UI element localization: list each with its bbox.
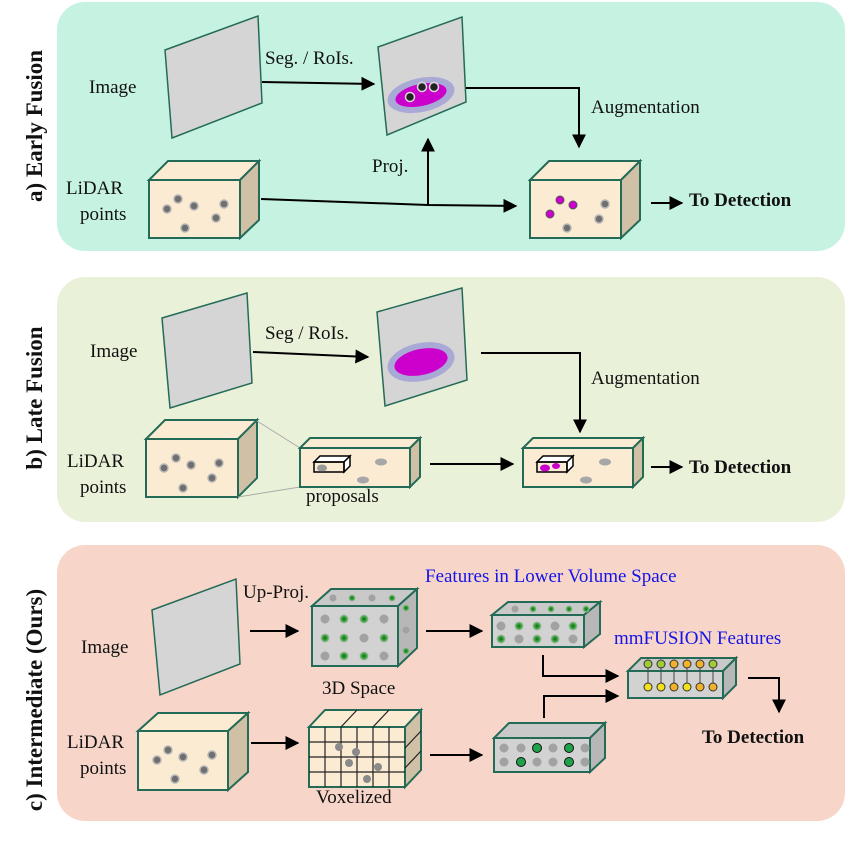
early-augmentation-arrow: [466, 87, 586, 149]
early-image-label: Image: [89, 77, 136, 98]
late-lidar-point: [186, 460, 196, 470]
late-lidar-label-2: points: [80, 477, 126, 498]
intermediate-lidar-point: [152, 755, 162, 765]
intermediate-lower-volume-label: Features in Lower Volume Space: [425, 566, 677, 587]
intermediate-3d-space-label: 3D Space: [322, 678, 395, 699]
late-proposal-point: [357, 476, 369, 484]
early-aug-point: [562, 223, 572, 233]
early-image-plane: [164, 14, 263, 140]
intermediate-lidar-to-fusion-arrow: [543, 689, 620, 718]
panel-late-fusion: b) Late Fusion Image Seg / RoIs. Augment…: [22, 277, 845, 522]
early-seg-label: Seg. / RoIs.: [265, 48, 354, 69]
late-augmented-point: [580, 476, 592, 484]
late-augmentation-arrow: [481, 352, 587, 434]
panel-early-fusion: a) Early Fusion Image Seg. / RoIs. Augme…: [22, 2, 845, 251]
intermediate-output-label: To Detection: [702, 727, 805, 748]
late-proposal-point: [375, 458, 387, 466]
intermediate-image-feature-points: [496, 605, 590, 644]
late-lidar-point: [207, 473, 217, 483]
intermediate-lidar-point: [163, 745, 173, 755]
intermediate-lidar-point: [207, 750, 217, 760]
late-image-plane: [161, 292, 253, 409]
intermediate-lidar-label-1: LiDAR: [67, 732, 124, 753]
late-zoom-guide: [237, 486, 301, 498]
early-aug-point: [594, 214, 604, 224]
early-fusion-title: a) Early Fusion: [22, 50, 47, 202]
intermediate-lidar-box: [135, 710, 251, 793]
early-seg-point: [404, 91, 416, 103]
late-zoom-guide: [256, 420, 301, 449]
late-seg-object: [394, 348, 448, 376]
early-seg-arrow: [261, 76, 376, 91]
early-aug-point: [600, 199, 610, 209]
early-lidar-point: [219, 199, 229, 209]
early-lidar-point: [180, 223, 190, 233]
intermediate-image-plane: [151, 577, 241, 697]
late-image-label: Image: [90, 341, 137, 362]
intermediate-output-arrow: [748, 677, 786, 714]
intermediate-voxelized-label: Voxelized: [316, 787, 392, 808]
early-lidar-point: [211, 213, 221, 223]
panel-intermediate-fusion: c) Intermediate (Ours) Image Up-Proj.: [22, 545, 845, 821]
early-lidar-label-2: points: [80, 204, 126, 225]
intermediate-lidar-point: [178, 752, 188, 762]
late-augmented-cuboid: [535, 454, 575, 474]
late-lidar-point: [178, 483, 188, 493]
early-augmented-box: [527, 158, 643, 241]
intermediate-lidar-feature-points: [499, 743, 590, 767]
intermediate-lidar-feature-box: [491, 720, 608, 775]
early-lidar-point: [173, 194, 183, 204]
early-aug-point-magenta: [568, 200, 578, 210]
intermediate-image-feature-box: [489, 599, 603, 650]
early-augmentation-label: Augmentation: [591, 97, 700, 118]
intermediate-title: c) Intermediate (Ours): [22, 589, 47, 811]
late-augmentation-label: Augmentation: [591, 368, 700, 389]
early-aug-point-magenta: [545, 209, 555, 219]
intermediate-mmfusion-points: [643, 659, 718, 692]
early-lidar-point: [189, 201, 199, 211]
intermediate-image-label: Image: [81, 637, 128, 658]
late-lidar-label-1: LiDAR: [67, 451, 124, 472]
late-augmented-point: [599, 458, 611, 466]
late-output-label: To Detection: [689, 457, 792, 478]
intermediate-upproj-label: Up-Proj.: [243, 582, 309, 603]
late-lidar-point: [214, 458, 224, 468]
early-seg-point: [416, 81, 428, 93]
early-aug-point-magenta: [555, 195, 565, 205]
early-lidar-point: [162, 204, 172, 214]
early-lidar-label-1: LiDAR: [66, 178, 123, 199]
intermediate-lidar-label-2: points: [80, 758, 126, 779]
intermediate-voxel-grid: [306, 707, 424, 790]
late-proposal-cuboid: [312, 454, 352, 474]
intermediate-background: [57, 545, 845, 821]
late-lidar-point: [159, 463, 169, 473]
intermediate-lidar-point: [199, 765, 209, 775]
late-lidar-box: [143, 417, 260, 500]
early-proj-label: Proj.: [372, 156, 408, 177]
early-seg-point: [428, 81, 440, 93]
intermediate-3d-space-features: [320, 594, 410, 661]
late-lidar-point: [171, 453, 181, 463]
intermediate-mmfusion-label: mmFUSION Features: [614, 628, 781, 649]
late-seg-label: Seg / RoIs.: [265, 323, 349, 344]
intermediate-image-to-fusion-arrow: [542, 655, 620, 683]
late-seg-arrow: [252, 349, 370, 364]
early-lidar-box: [146, 158, 262, 241]
intermediate-lidar-point: [170, 774, 180, 784]
early-output-label: To Detection: [689, 190, 792, 211]
late-proposals-label: proposals: [306, 486, 379, 507]
late-fusion-title: b) Late Fusion: [22, 326, 47, 469]
